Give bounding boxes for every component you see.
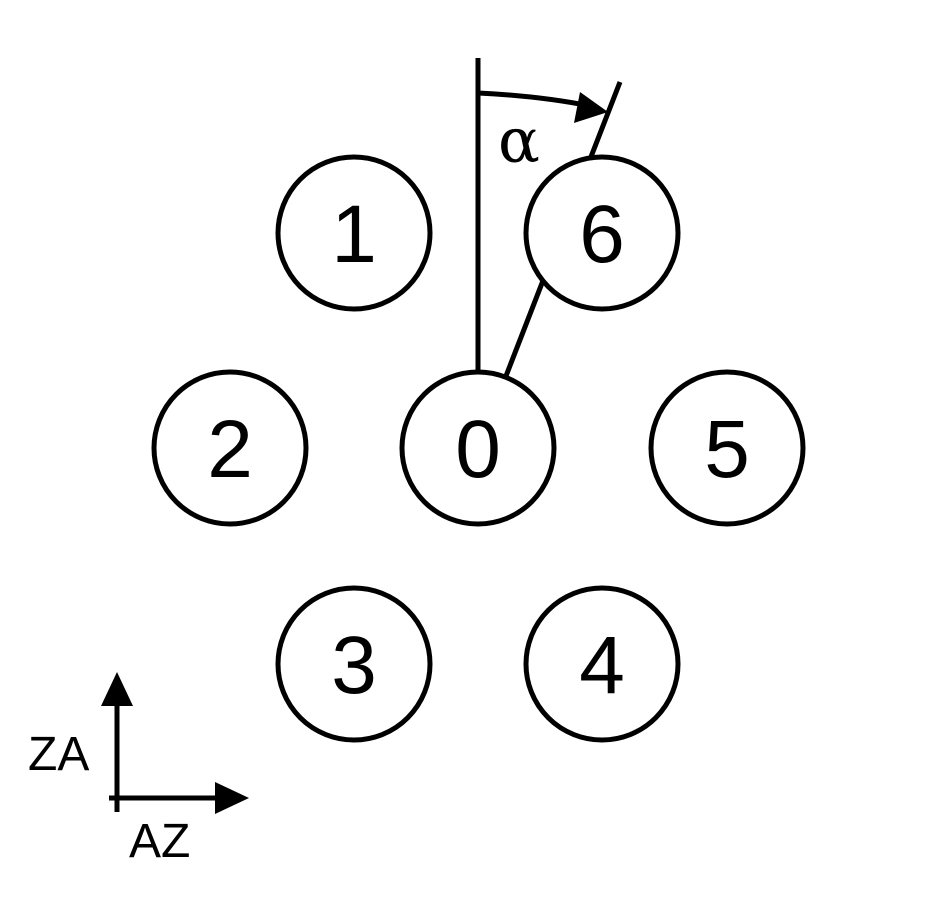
vertical-axis-arrowhead — [101, 672, 133, 706]
circle-6-label: 6 — [579, 189, 625, 280]
circle-1-label: 1 — [331, 189, 377, 280]
vertical-axis-label: ZA — [28, 728, 89, 781]
circle-5: 5 — [648, 369, 806, 527]
circle-2: 2 — [151, 369, 309, 527]
circle-2-label: 2 — [207, 404, 253, 495]
angle-arc-arrowhead — [574, 92, 608, 123]
circle-6: 6 — [523, 154, 681, 312]
circle-4-label: 4 — [579, 620, 625, 711]
circle-1: 1 — [275, 154, 433, 312]
circle-3: 3 — [275, 585, 433, 743]
angle-alpha-label: α — [498, 104, 540, 177]
horizontal-axis-label: AZ — [129, 815, 190, 868]
horizontal-axis-arrowhead — [215, 782, 249, 814]
circle-4: 4 — [523, 585, 681, 743]
circle-5-label: 5 — [704, 404, 750, 495]
circle-0-label: 0 — [455, 404, 501, 495]
circle-0: 0 — [399, 369, 557, 527]
coordinate-axes: ZA AZ — [28, 672, 249, 868]
circle-3-label: 3 — [331, 620, 377, 711]
